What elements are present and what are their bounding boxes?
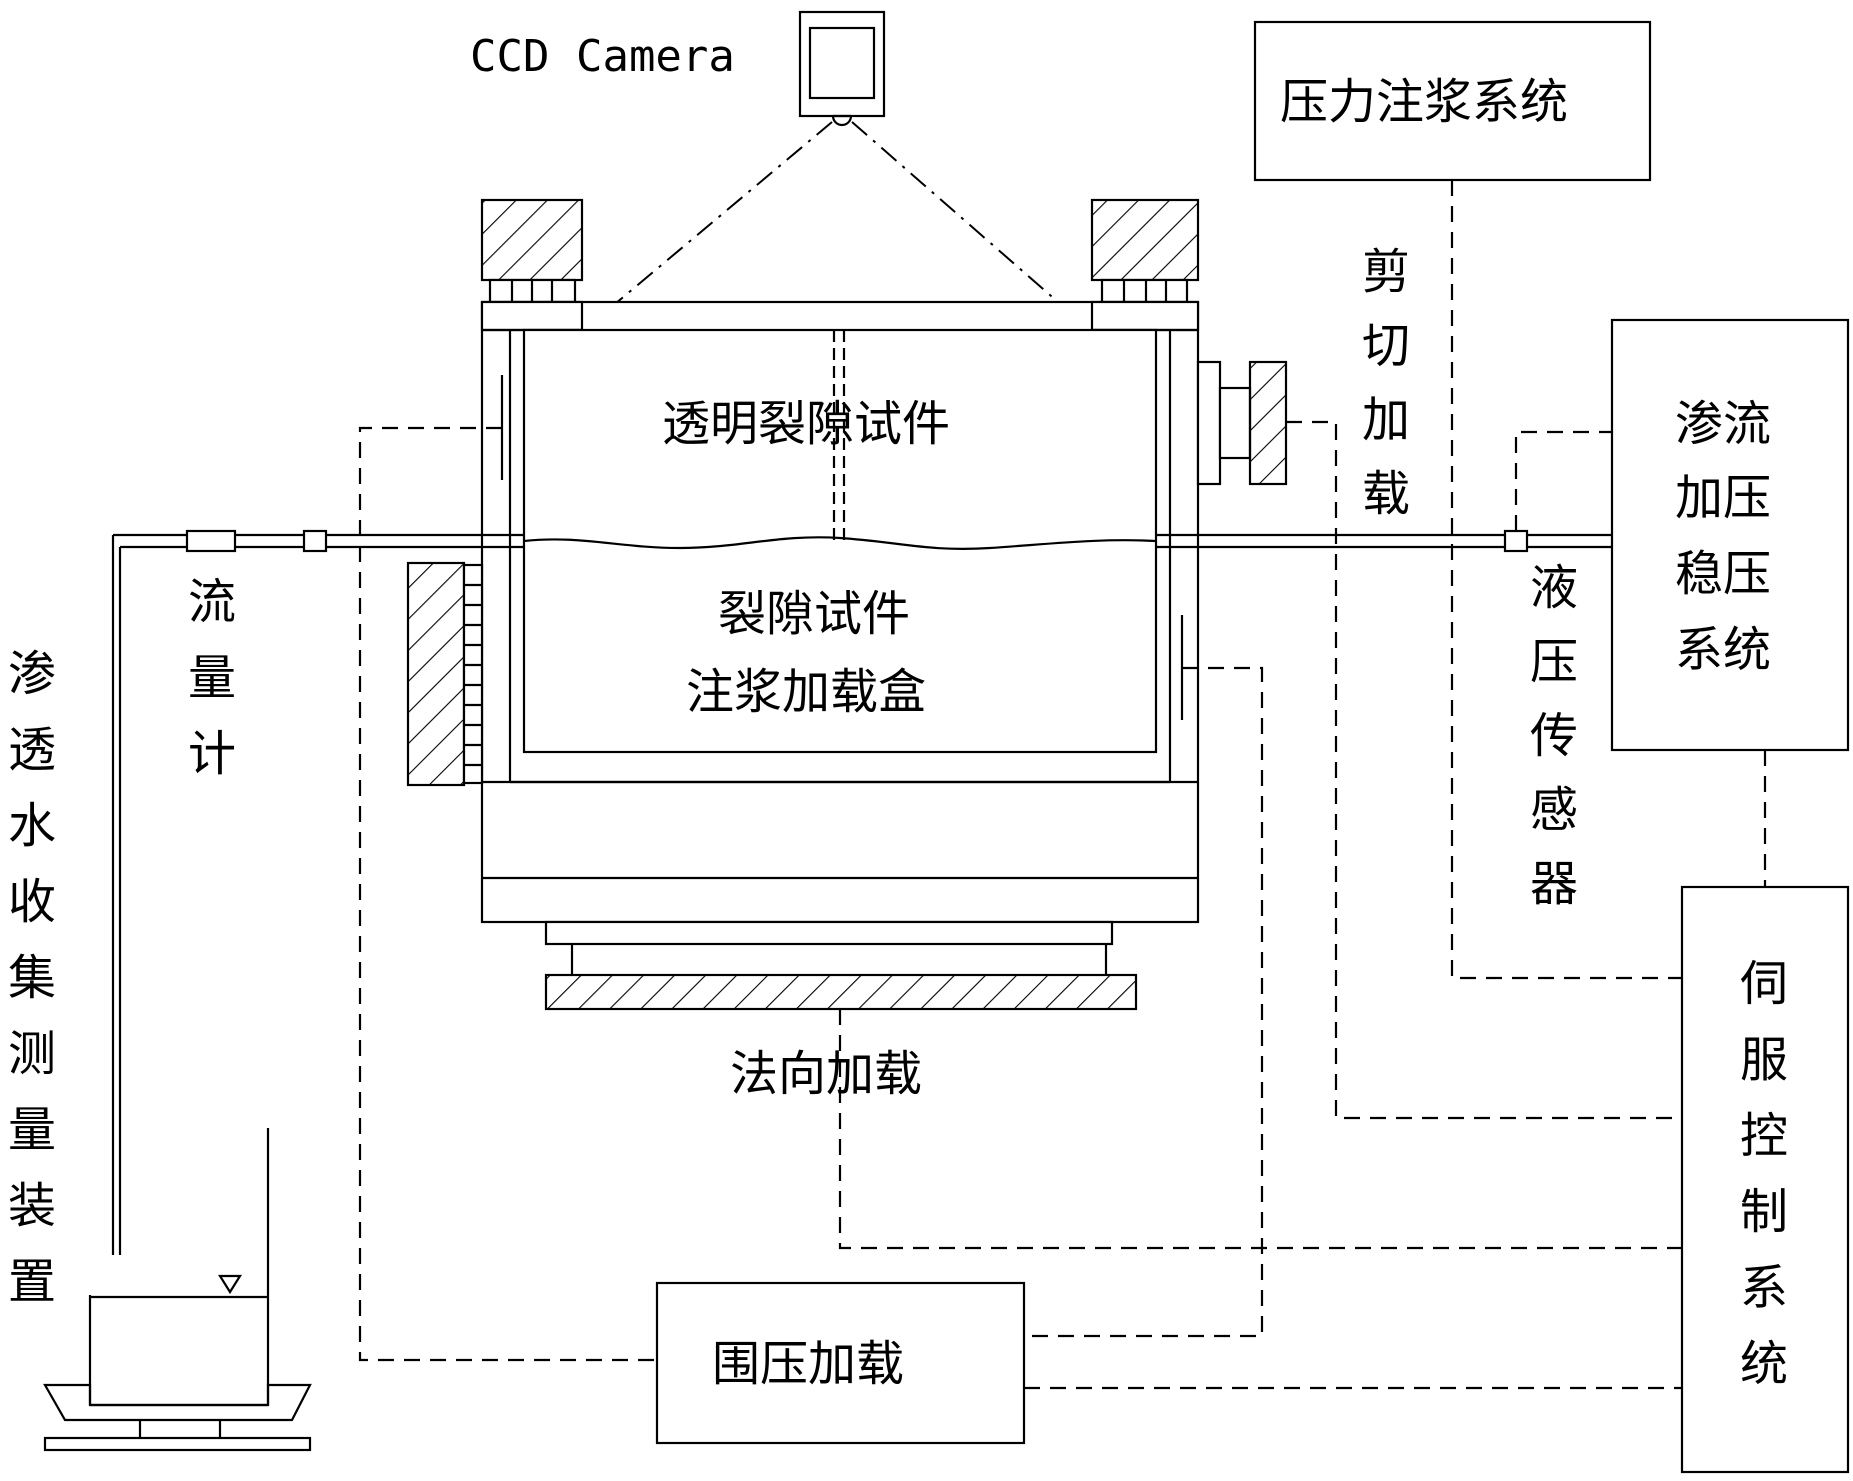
svg-text:量: 量: [188, 650, 236, 706]
svg-text:压: 压: [1530, 634, 1578, 690]
ccd-camera: [800, 12, 884, 125]
top-right-clamp: [1092, 200, 1198, 280]
svg-text:装: 装: [8, 1178, 56, 1234]
svg-text:控: 控: [1740, 1108, 1788, 1164]
flowmeter-body: [187, 531, 235, 551]
svg-text:加: 加: [1362, 392, 1410, 448]
normal-loading-plate: [546, 975, 1136, 1009]
seepage-pressure-box: [1612, 320, 1848, 750]
pressure-grouting-label: 压力注浆系统: [1280, 74, 1568, 130]
svg-text:统: 统: [1740, 1336, 1788, 1392]
svg-text:服: 服: [1740, 1032, 1788, 1088]
collection-tank: [45, 1128, 310, 1450]
svg-text:切: 切: [1362, 318, 1410, 374]
ccd-camera-label: CCD Camera: [470, 31, 735, 82]
svg-text:置: 置: [8, 1254, 56, 1310]
hydraulic-sensor-label: 液 压 传 感 器: [1530, 560, 1578, 912]
svg-text:制: 制: [1740, 1184, 1788, 1240]
grouting-box-label-1: 裂隙试件: [718, 586, 910, 642]
svg-text:加压: 加压: [1675, 470, 1771, 526]
svg-text:量: 量: [8, 1102, 56, 1158]
water-level-marker: [220, 1276, 240, 1292]
svg-text:流: 流: [188, 574, 236, 630]
svg-text:剪: 剪: [1362, 244, 1410, 300]
svg-text:水: 水: [8, 798, 56, 854]
seepage-collection-label: 渗 透 水 收 集 测 量 装 置: [8, 646, 56, 1310]
svg-text:载: 载: [1362, 466, 1410, 522]
svg-text:系统: 系统: [1675, 622, 1771, 678]
left-side-clamp: [408, 563, 464, 785]
svg-text:稳压: 稳压: [1675, 546, 1771, 602]
hydraulic-sensor-body: [1505, 531, 1527, 551]
grouting-box-label-2: 注浆加载盒: [686, 664, 926, 720]
svg-text:渗: 渗: [8, 646, 56, 702]
svg-text:伺: 伺: [1740, 956, 1788, 1012]
svg-text:感: 感: [1530, 782, 1578, 838]
svg-text:传: 传: [1530, 708, 1578, 764]
pipe-valve: [304, 531, 326, 551]
confining-loading-label: 围压加载: [712, 1336, 904, 1392]
svg-text:测: 测: [8, 1026, 56, 1082]
svg-text:器: 器: [1530, 856, 1578, 912]
flowmeter-label: 流 量 计: [188, 574, 236, 782]
shear-actuator: [1198, 362, 1286, 484]
svg-text:渗流: 渗流: [1675, 396, 1771, 452]
shear-loading-label: 剪 切 加 载: [1362, 244, 1410, 522]
svg-text:透: 透: [8, 722, 56, 778]
normal-loading-label: 法向加载: [730, 1046, 922, 1102]
svg-text:集: 集: [8, 950, 56, 1006]
top-left-clamp: [482, 200, 582, 280]
svg-text:收: 收: [8, 874, 56, 930]
camera-view-lines: [584, 122, 1090, 330]
left-side-teeth: [464, 565, 482, 783]
transparent-specimen-label: 透明裂隙试件: [662, 396, 950, 452]
svg-text:计: 计: [188, 726, 236, 782]
svg-text:系: 系: [1740, 1260, 1788, 1316]
svg-text:液: 液: [1530, 560, 1578, 616]
